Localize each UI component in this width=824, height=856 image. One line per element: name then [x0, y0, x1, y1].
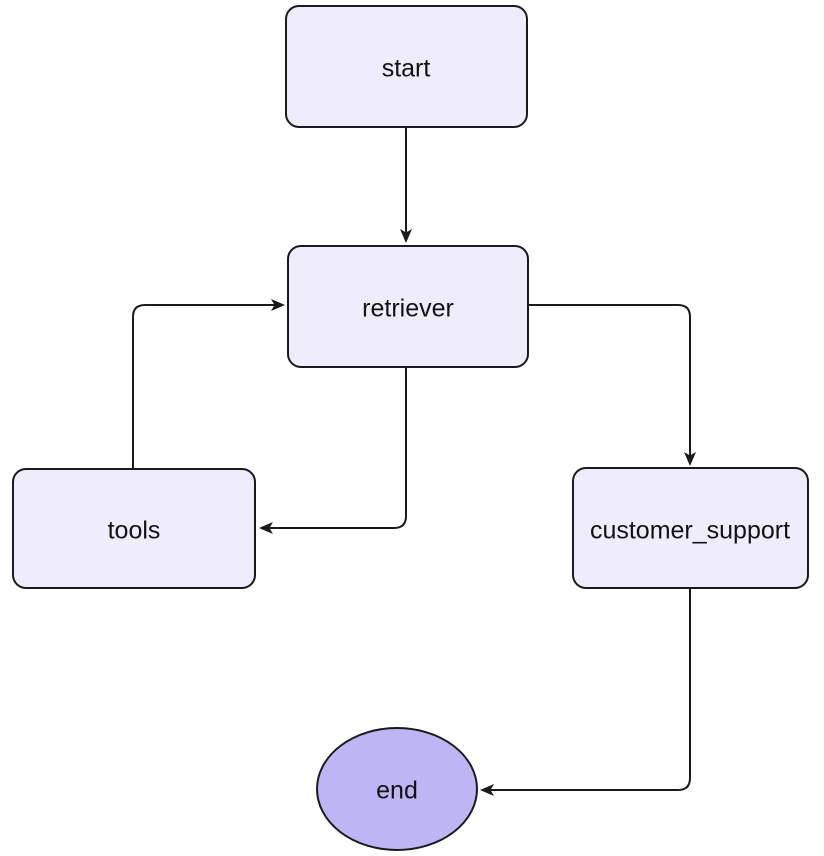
edge-tools-to-retriever: [132, 299, 285, 469]
edge-customer-support-to-end: [480, 588, 691, 796]
retriever-node-shape: [287, 245, 529, 368]
node-retriever: retriever: [287, 245, 529, 368]
start-node-label: start: [382, 55, 431, 83]
start-node-shape: [285, 5, 528, 128]
node-tools: tools: [12, 468, 256, 589]
end-node-shape: [316, 727, 478, 851]
retriever-node-label: retriever: [362, 295, 454, 323]
edge-retriever-to-tools: [259, 367, 407, 534]
node-customer-support: customer_support: [572, 467, 809, 589]
end-node-label: end: [376, 777, 418, 805]
customer-support-node-label: customer_support: [590, 517, 790, 545]
node-end: end: [316, 727, 478, 851]
tools-node-label: tools: [108, 517, 161, 545]
edge-retriever-to-customer-support: [528, 304, 696, 466]
tools-node-shape: [12, 468, 256, 589]
edges: [132, 128, 696, 796]
customer-support-node-shape: [572, 467, 809, 589]
node-start: start: [285, 5, 528, 128]
